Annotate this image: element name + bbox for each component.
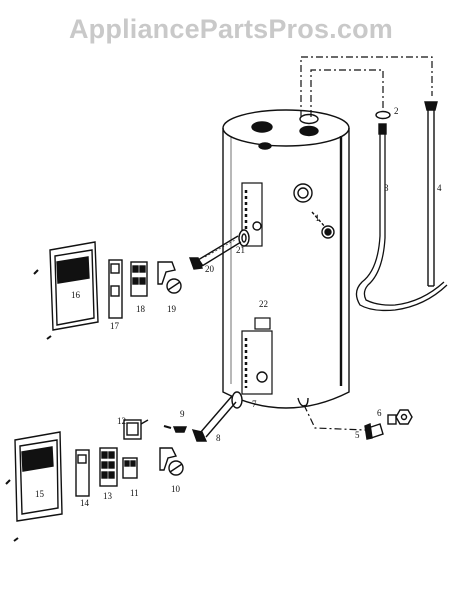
callout-numbers: 1 2 3 4 5 6 7 8 9 10 11 12 13 14 15 16 1… — [35, 106, 442, 508]
part-16-screw — [46, 335, 52, 340]
callout-17: 17 — [110, 321, 120, 331]
callout-4: 4 — [437, 183, 442, 193]
part-8-heating-element — [191, 395, 237, 442]
part-2-washer — [375, 110, 391, 120]
part-21-gasket — [238, 229, 250, 247]
part-4-anode-rod — [424, 101, 438, 287]
part-14-insulation-pad — [75, 449, 90, 497]
part-17-insulation-pad — [108, 259, 123, 319]
callout-8: 8 — [216, 433, 221, 443]
callout-10: 10 — [171, 484, 181, 494]
part-18-thermostat — [130, 261, 148, 297]
part-1-relief-valve — [311, 211, 335, 239]
tank — [222, 109, 350, 409]
callout-20: 20 — [205, 264, 215, 274]
callout-14: 14 — [80, 498, 90, 508]
callout-5: 5 — [355, 430, 360, 440]
part-11-thermostat — [122, 457, 138, 479]
watermark: AppliancePartsPros.com — [68, 14, 393, 44]
callout-6: 6 — [377, 408, 382, 418]
callout-18: 18 — [136, 304, 146, 314]
callout-21: 21 — [236, 245, 245, 255]
part-12-bracket — [123, 419, 149, 440]
callout-16: 16 — [71, 290, 81, 300]
part-5-drain-valve — [364, 423, 384, 440]
part-16-screw — [33, 269, 39, 275]
part-20-heating-element — [189, 235, 242, 270]
callout-12: 12 — [117, 416, 126, 426]
connection-lines — [300, 56, 433, 431]
part-13-thermostat — [99, 447, 118, 487]
part-15-screw — [13, 537, 19, 542]
callout-13: 13 — [103, 491, 113, 501]
callout-11: 11 — [130, 488, 139, 498]
part-3-dip-tube — [355, 123, 448, 312]
part-15-screw — [5, 479, 11, 485]
callout-9: 9 — [180, 409, 185, 419]
callout-15: 15 — [35, 489, 45, 499]
callout-19: 19 — [167, 304, 177, 314]
part-9-wire-connector — [163, 425, 188, 433]
part-15-access-cover — [14, 431, 63, 522]
callout-22: 22 — [259, 299, 268, 309]
callout-7: 7 — [252, 399, 257, 409]
part-19-thermostat — [157, 261, 182, 294]
callout-3: 3 — [384, 183, 389, 193]
part-10-thermostat — [159, 447, 184, 476]
part-16-access-cover — [49, 241, 99, 331]
part-6-nut — [387, 409, 413, 425]
callout-2: 2 — [394, 106, 399, 116]
callout-1: 1 — [315, 213, 320, 223]
